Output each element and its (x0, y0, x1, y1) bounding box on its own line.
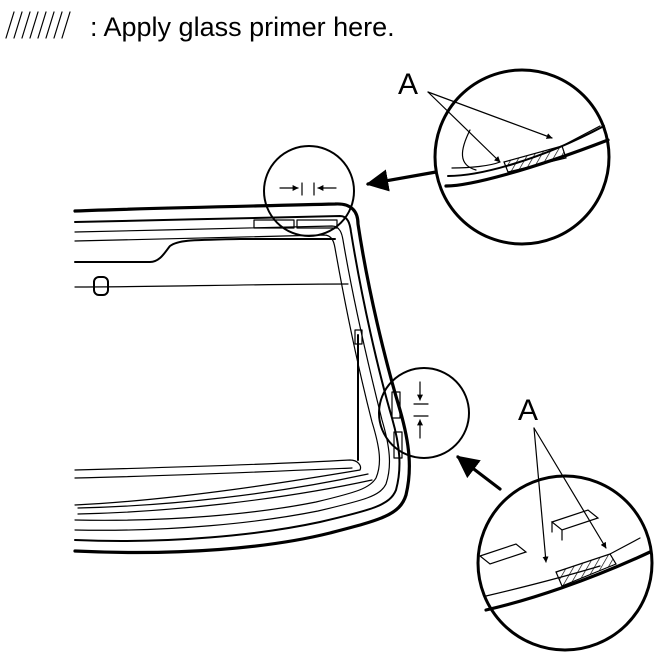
callout-label-side: A (518, 394, 538, 427)
windshield (73, 202, 411, 555)
callout-label-top: A (398, 68, 418, 101)
primer-area-side (555, 553, 617, 587)
side-clip (393, 431, 403, 459)
connector-arrow-side (456, 455, 502, 491)
primer-area-top (503, 145, 567, 173)
magnified-view-side: A (476, 394, 654, 652)
connector-arrow-top (365, 169, 438, 192)
hatch-swatch-icon (5, 11, 71, 39)
detail-circle-top (263, 145, 355, 237)
mirror-mount (93, 276, 109, 296)
top-clip (296, 219, 338, 229)
legend-text: : Apply glass primer here. (90, 12, 395, 42)
detail-circle-side (378, 367, 470, 459)
side-clip (391, 391, 401, 419)
legend: : Apply glass primer here. (5, 11, 395, 42)
side-bracket (354, 329, 363, 345)
magnified-view-top: A (398, 68, 611, 246)
